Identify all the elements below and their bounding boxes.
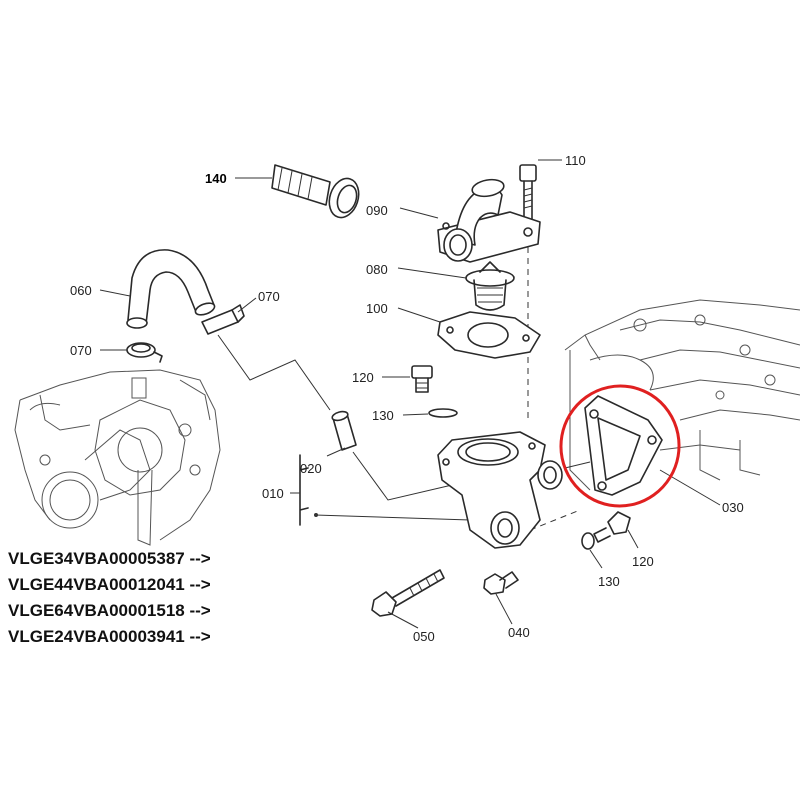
- part-020-pipe: [326, 410, 357, 457]
- label-part-090: 090: [366, 203, 388, 218]
- label-part-070-lower: 070: [70, 343, 92, 358]
- label-part-040: 040: [508, 625, 530, 640]
- serial-number-entry: VLGE64VBA00001518 -->: [8, 601, 211, 620]
- water-pump-housing: [14, 369, 221, 546]
- serial-number-entry: VLGE44VBA00012041 -->: [8, 575, 211, 594]
- part-140-hose-nipple: [235, 164, 360, 219]
- part-130-washer-upper: [402, 408, 458, 418]
- label-part-120-lower: 120: [632, 554, 654, 569]
- label-part-100: 100: [366, 301, 388, 316]
- serial-number-entry: VLGE34VBA00005387 -->: [8, 549, 211, 568]
- label-part-030: 030: [722, 500, 744, 515]
- label-part-120-upper: 120: [352, 370, 374, 385]
- label-part-020: 020: [300, 461, 322, 476]
- highlight-circle: [559, 384, 681, 508]
- part-070-clamp-lower: [100, 342, 163, 363]
- part-130-washer-lower: [581, 532, 603, 569]
- label-part-050: 050: [413, 629, 435, 644]
- label-part-130-lower: 130: [598, 574, 620, 589]
- engine-block: [564, 299, 800, 491]
- label-part-130-upper: 130: [372, 408, 394, 423]
- label-part-070-upper: 070: [258, 289, 280, 304]
- part-120-plug-lower: [593, 511, 639, 549]
- serial-number-list: VLGE34VBA00005387 --> VLGE44VBA00012041 …: [8, 546, 211, 650]
- label-part-110: 110: [565, 153, 586, 168]
- part-100-gasket: [397, 307, 541, 359]
- pipe-routing: [217, 334, 581, 531]
- part-090-thermostat-cover: [399, 178, 541, 263]
- part-050-bolt: [371, 569, 445, 629]
- part-040-bolt: [483, 571, 519, 625]
- label-part-010: 010: [262, 486, 284, 501]
- part-120-plug-upper: [382, 365, 433, 393]
- part-030-gasket: [564, 395, 721, 506]
- part-110-bolt: [519, 159, 562, 420]
- label-part-060: 060: [70, 283, 92, 298]
- part-060-hose: [99, 249, 216, 329]
- part-070-clamp-upper: [201, 297, 257, 335]
- part-010-water-flange: [290, 431, 563, 549]
- label-part-080: 080: [366, 262, 388, 277]
- label-part-140: 140: [205, 171, 227, 186]
- serial-number-entry: VLGE24VBA00003941 -->: [8, 627, 211, 646]
- part-080-thermostat: [397, 261, 515, 311]
